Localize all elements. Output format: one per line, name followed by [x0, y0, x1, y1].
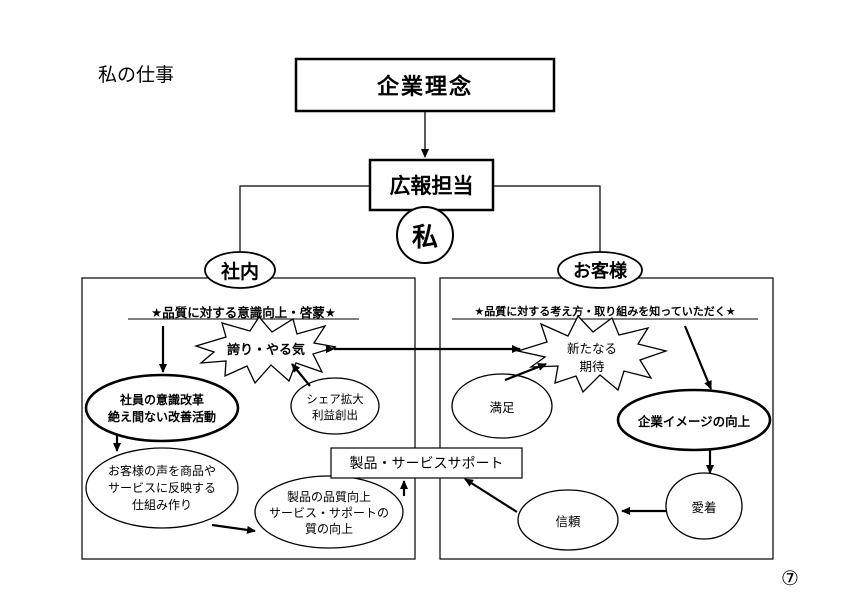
expectation-line-2: 期待: [579, 359, 605, 374]
voice-line-3: 仕組み作り: [131, 498, 192, 512]
internal-header-ellipse: [204, 251, 276, 289]
share-ellipse: [290, 377, 380, 435]
philosophy-box: [294, 57, 556, 113]
page-title: 私の仕事: [98, 64, 175, 86]
branch-line-customer: [493, 185, 601, 256]
pr-role-box: [368, 158, 495, 212]
philosophy-label: 企業理念: [376, 75, 473, 100]
product-support-box: [330, 447, 523, 479]
quality-ellipse: [254, 475, 404, 549]
me-label: 私: [411, 222, 438, 253]
branch-line-internal: [239, 185, 370, 256]
page-number: ⑦: [781, 566, 799, 590]
attachment-label: 愛着: [691, 499, 717, 515]
share-line-2: 利益創出: [312, 408, 358, 422]
customer-header: お客様: [573, 261, 627, 282]
arrow-heading-to-image: [683, 325, 713, 390]
voice-label: お客様の声を商品や サービスに反映する 仕組み作り: [88, 463, 236, 514]
customer-heading: ★品質に対する考え方・取り組みを知っていただく★: [474, 305, 736, 318]
satisfaction-ellipse: [451, 373, 553, 439]
trust-label: 信頼: [555, 513, 581, 529]
me-circle: [396, 206, 454, 264]
attachment-ellipse: [665, 472, 743, 540]
awareness-line-1: 社員の意識改革: [119, 393, 204, 407]
expectation-starburst: [515, 314, 669, 394]
awareness-label: 社員の意識改革 絶え間ない改善活動: [88, 392, 236, 426]
expectation-label: 新たなる 期待: [554, 340, 630, 376]
voice-ellipse: [85, 447, 239, 529]
arrow-share-to-pride: [291, 363, 311, 387]
share-line-1: シェア拡大: [306, 392, 364, 406]
voice-line-1: お客様の声を商品や: [107, 464, 216, 478]
quality-line-2: サービス・サポートの: [268, 506, 389, 520]
arrow-voice-to-quality: [211, 523, 256, 534]
image-label: 企業イメージの向上: [637, 413, 751, 429]
quality-line-1: 製品の品質向上: [286, 490, 371, 504]
pride-starburst: [193, 315, 337, 385]
pr-role-label: 広報担当: [389, 174, 474, 198]
arrow-trust-to-support: [464, 478, 518, 513]
satisfaction-label: 満足: [489, 399, 515, 415]
awareness-ellipse: [84, 373, 240, 443]
pride-label: 誇り・やる気: [226, 342, 305, 358]
internal-heading: ★品質に対する意識向上・啓蒙★: [151, 305, 336, 320]
quality-line-3: 質の向上: [304, 522, 353, 536]
voice-line-2: サービスに反映する: [107, 481, 216, 495]
image-ellipse: [616, 388, 772, 452]
product-support-label: 製品・サービスサポート: [349, 456, 504, 472]
customer-header-ellipse: [557, 251, 643, 289]
share-label: シェア拡大 利益創出: [293, 391, 377, 423]
quality-label: 製品の品質向上 サービス・サポートの 質の向上: [256, 489, 402, 537]
expectation-line-1: 新たなる: [566, 341, 617, 356]
internal-header: 社内: [220, 260, 259, 283]
trust-ellipse: [517, 489, 619, 551]
arrow-satisfaction-to-expectation: [504, 362, 547, 382]
awareness-line-2: 絶え間ない改善活動: [107, 410, 216, 424]
